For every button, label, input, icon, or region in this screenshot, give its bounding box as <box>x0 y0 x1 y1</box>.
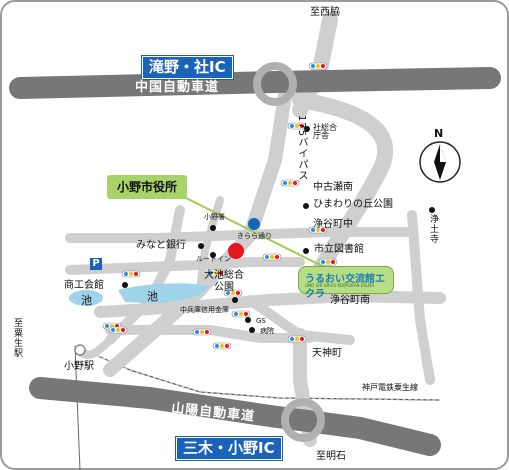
signal-lamp <box>265 255 269 259</box>
ic-bottom-label: 三木・小野IC <box>176 437 282 460</box>
signal-lamp <box>209 271 213 275</box>
local-roads <box>65 12 446 447</box>
jodocho-minami-label: 浄谷町南 <box>330 295 370 306</box>
gs-label: GS <box>256 317 266 325</box>
signal-lamp <box>215 344 219 348</box>
signal-lamp <box>331 260 335 264</box>
signal-lamp <box>275 255 279 259</box>
himawari-label: ひまわりの丘公園 <box>313 199 393 210</box>
oike-park-label: 大池総合 公園 <box>204 270 244 293</box>
signal-lamp <box>225 344 229 348</box>
signal-lamp <box>270 255 274 259</box>
signal-lamp <box>321 228 325 232</box>
destination-marker <box>228 243 244 259</box>
signal-lamp <box>326 260 330 264</box>
dest-south-label: 至明石 <box>316 451 346 462</box>
library-label: 市立図書館 <box>314 244 364 255</box>
signal-lamp <box>105 324 109 328</box>
jododera-label: 浄土寺 <box>428 214 438 244</box>
signal-lamp <box>214 271 218 275</box>
signal-lamp <box>116 328 120 332</box>
signal-lamp <box>321 64 325 68</box>
minato-bank-label: みなと銀行 <box>136 240 186 251</box>
nakafuruse-label: 中古瀬南 <box>313 182 353 193</box>
signal-lamp <box>244 312 248 316</box>
pond-1-label: 池 <box>81 294 92 307</box>
north-arrow-icon <box>419 141 461 183</box>
signal-lamp <box>236 291 240 295</box>
facility-sub: ONO SHI URUOI KORYUKAN EKURA <box>305 283 375 288</box>
signal-lamp <box>121 328 125 332</box>
expressways <box>9 67 501 456</box>
signal-lamp <box>231 291 235 295</box>
signal-lamp <box>226 291 230 295</box>
signal-lamp <box>129 272 133 276</box>
dest-north-label: 至西脇 <box>310 7 340 18</box>
signal-lamp <box>239 312 243 316</box>
signal-lamp <box>311 228 315 232</box>
signal-lamp <box>290 124 294 128</box>
signal-lamp <box>316 64 320 68</box>
signal-lamp <box>200 330 204 334</box>
signal-lamp <box>205 330 209 334</box>
signal-lamp <box>295 337 299 341</box>
expressway-top-label: 中国自動車道 <box>135 80 220 95</box>
shoko-label: 商工会館 <box>64 280 104 291</box>
dest-west-label: 至粟生駅 <box>12 318 22 358</box>
facility-name: うるおい交流館エクラ <box>305 274 385 300</box>
kirara-label: きらら通り <box>237 232 272 240</box>
shinkin-label: 中兵庫信用金庫 <box>180 306 229 314</box>
ono-sho-label: 小野署 <box>204 213 225 221</box>
signal-lamp <box>295 124 299 128</box>
signal-lamp <box>283 181 287 185</box>
signal-lamp <box>111 328 115 332</box>
facility-eklat: うるおい交流館エクラ ONO SHI URUOI KORYUKAN EKURA <box>298 266 394 300</box>
railway-label: 神戸電鉄粟生線 <box>362 383 418 392</box>
north-label: N <box>434 127 444 140</box>
jodocho-naka-label: 浄谷町中 <box>313 219 353 230</box>
signal-lamp <box>321 260 325 264</box>
pond-2-label: 池 <box>147 290 158 303</box>
ono-station-label: 小野駅 <box>64 361 94 372</box>
signal-lamp <box>124 272 128 276</box>
signal-lamp <box>311 64 315 68</box>
signal-lamp <box>300 124 304 128</box>
signal-lamp <box>219 271 223 275</box>
signal-lamp <box>288 181 292 185</box>
signal-lamp <box>290 337 294 341</box>
signal-lamp <box>300 337 304 341</box>
parking-icon: P <box>90 258 102 270</box>
signal-lamp <box>220 344 224 348</box>
kirara-marker <box>248 218 260 230</box>
tenjincho-label: 天神町 <box>312 348 342 359</box>
hospital-label: 病院 <box>260 327 274 335</box>
poi-dots <box>74 126 435 356</box>
interchanges <box>253 62 325 442</box>
signal-lamp <box>316 228 320 232</box>
signal-lamp <box>293 181 297 185</box>
ic-top-label: 滝野・社IC <box>142 56 233 79</box>
bypass-label: 175バイパス <box>296 115 307 182</box>
city-hall-label: 小野市役所 <box>107 175 188 199</box>
signal-lamp <box>234 312 238 316</box>
signal-lamp <box>195 330 199 334</box>
ponds <box>69 283 210 306</box>
signal-lamp <box>134 272 138 276</box>
yashiro-office-label: 社総合 庁舎 <box>313 123 337 140</box>
traffic-signals <box>102 62 338 350</box>
route-in-label: ルートイン <box>196 255 231 263</box>
city-hall-pointer <box>159 184 331 271</box>
